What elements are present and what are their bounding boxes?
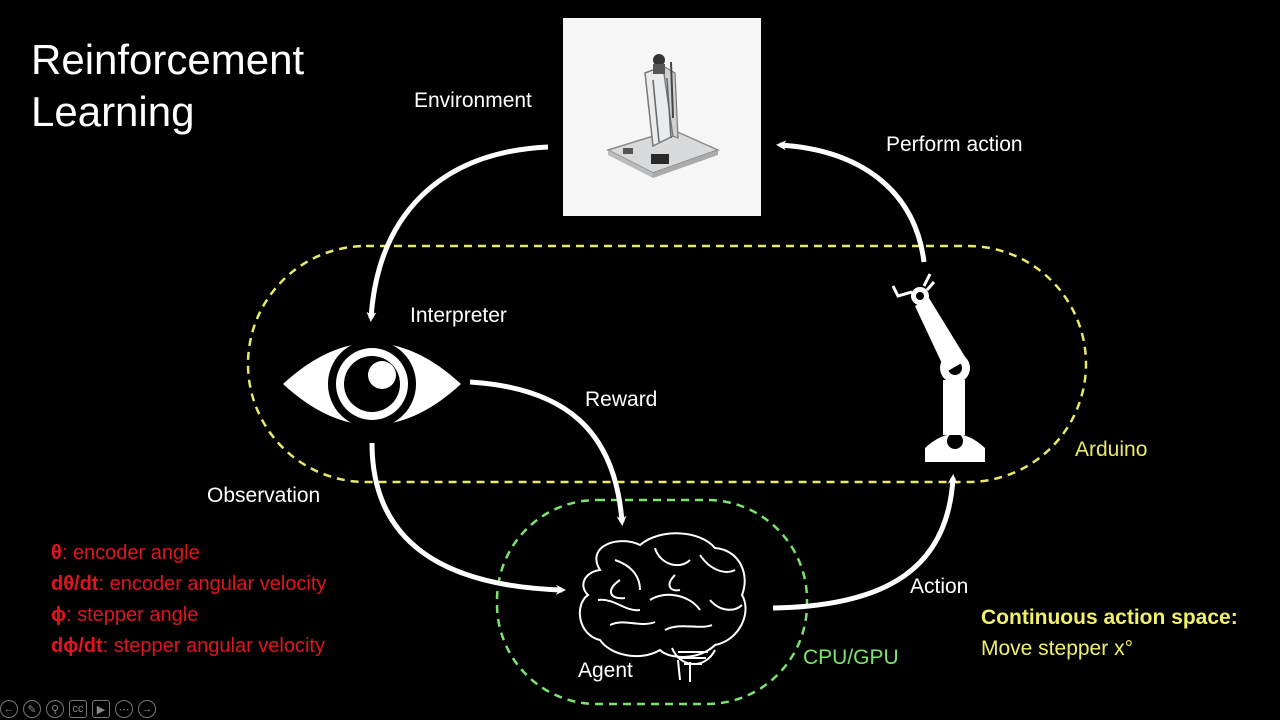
- presenter-toolbar: ← ✎ ⚲ cc ▶ ⋯ →: [0, 698, 156, 720]
- label-perform-action: Perform action: [886, 133, 1023, 156]
- pendulum-rig-image: [563, 18, 761, 216]
- arrow-reward: [469, 379, 627, 526]
- robot-arm-icon: [891, 273, 985, 462]
- legend-row: θ: encoder angle: [51, 542, 200, 564]
- label-cpu-gpu: CPU/GPU: [803, 646, 899, 669]
- action-space-heading: Continuous action space:: [981, 606, 1238, 629]
- title-line-2: Learning: [31, 88, 195, 135]
- arrow-perform-action: [776, 140, 927, 263]
- label-action: Action: [910, 575, 969, 598]
- arrow-action: [772, 474, 958, 611]
- slide-title: Reinforcement Learning: [31, 34, 304, 138]
- action-space-note: Continuous action space: Move stepper x°: [981, 602, 1238, 664]
- video-icon[interactable]: ▶: [92, 700, 110, 718]
- eye-icon: [283, 340, 461, 428]
- captions-icon[interactable]: cc: [69, 700, 87, 718]
- legend-row: ϕ: stepper angle: [51, 604, 199, 626]
- state-variables-legend: θ: encoder angle dθ/dt: encoder angular …: [51, 538, 326, 662]
- legend-row: dϕ/dt: stepper angular velocity: [51, 635, 325, 657]
- title-line-1: Reinforcement: [31, 36, 305, 83]
- label-environment: Environment: [414, 89, 532, 112]
- action-space-detail: Move stepper x°: [981, 637, 1133, 660]
- arduino-region: [246, 244, 1088, 484]
- label-agent: Agent: [578, 659, 633, 682]
- label-observation: Observation: [207, 484, 321, 507]
- zoom-icon[interactable]: ⚲: [46, 700, 64, 718]
- label-arduino: Arduino: [1075, 438, 1148, 461]
- pen-icon[interactable]: ✎: [23, 700, 41, 718]
- legend-row: dθ/dt: encoder angular velocity: [51, 573, 327, 595]
- prev-icon[interactable]: ←: [0, 700, 18, 718]
- cpu-gpu-region: [495, 498, 809, 706]
- arrow-env-to-interpreter: [366, 144, 549, 322]
- label-interpreter: Interpreter: [410, 304, 507, 327]
- more-icon[interactable]: ⋯: [115, 700, 133, 718]
- next-icon[interactable]: →: [138, 700, 156, 718]
- arrow-observation: [369, 442, 566, 595]
- brain-icon: [579, 532, 747, 682]
- label-reward: Reward: [585, 388, 658, 411]
